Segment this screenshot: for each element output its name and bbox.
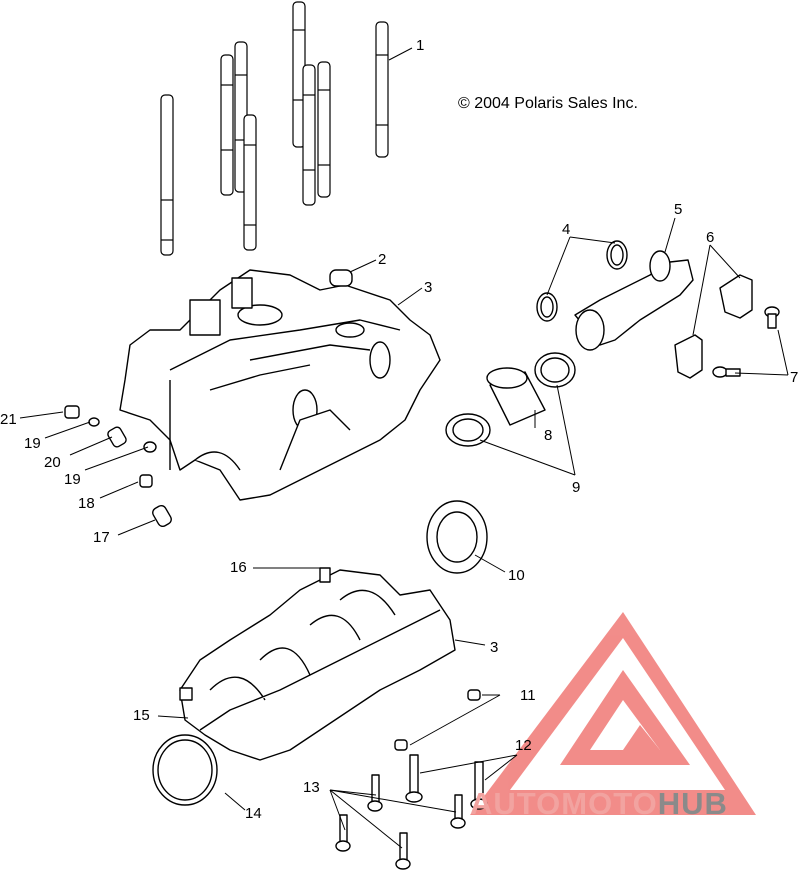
callout-3: 3 [424, 279, 433, 296]
screw [712, 306, 780, 378]
watermark-logo [470, 612, 756, 815]
callout-18: 18 [78, 495, 95, 512]
intake-elbow [574, 250, 694, 351]
o-ring [606, 240, 628, 270]
callout-4: 4 [562, 221, 571, 238]
stud [220, 54, 234, 196]
callout-2: 2 [378, 251, 387, 268]
callout-19: 19 [24, 435, 41, 452]
leader-lines [19, 47, 789, 849]
callout-6: 6 [706, 229, 715, 246]
callout-11: 11 [520, 687, 536, 704]
copyright-text: © 2004 Polaris Sales Inc. [458, 95, 638, 112]
watermark-text-part1: AUTOMOTO [470, 786, 658, 821]
gasket-ring [152, 734, 218, 806]
stud [160, 94, 174, 256]
callout-17: 17 [93, 529, 110, 546]
lower-crankcase [179, 567, 456, 761]
callout-13: 13 [303, 779, 320, 796]
coupler-hose [486, 367, 546, 426]
hose-clamp [445, 352, 576, 447]
callout-20: 20 [44, 454, 61, 471]
callout-10: 10 [508, 567, 525, 584]
stud [317, 61, 331, 198]
callout-16: 16 [230, 559, 247, 576]
upper-crankcase [119, 269, 441, 501]
left-fasteners [64, 405, 172, 528]
callout-15: 15 [133, 707, 150, 724]
stud [243, 114, 257, 251]
callout-7: 7 [790, 369, 799, 386]
callout-19-lower: 19 [64, 471, 81, 488]
stud-set [160, 1, 389, 256]
callout-1: 1 [416, 37, 425, 54]
callout-14: 14 [245, 805, 262, 822]
callout-8: 8 [544, 427, 553, 444]
callout-9: 9 [572, 479, 581, 496]
lower-bolts [335, 689, 488, 870]
stud [375, 21, 389, 158]
callout-3-lower: 3 [490, 639, 499, 656]
stud [302, 64, 316, 206]
watermark-text-part2: HUB [657, 786, 728, 821]
watermark-text: AUTOMOTOHUB [470, 786, 728, 822]
o-ring [536, 292, 558, 322]
callout-5: 5 [674, 201, 683, 218]
dowel-pin [329, 269, 353, 287]
crank-seal [426, 500, 488, 574]
callout-12: 12 [515, 737, 532, 754]
bracket [674, 274, 753, 379]
callout-21: 21 [0, 411, 17, 428]
